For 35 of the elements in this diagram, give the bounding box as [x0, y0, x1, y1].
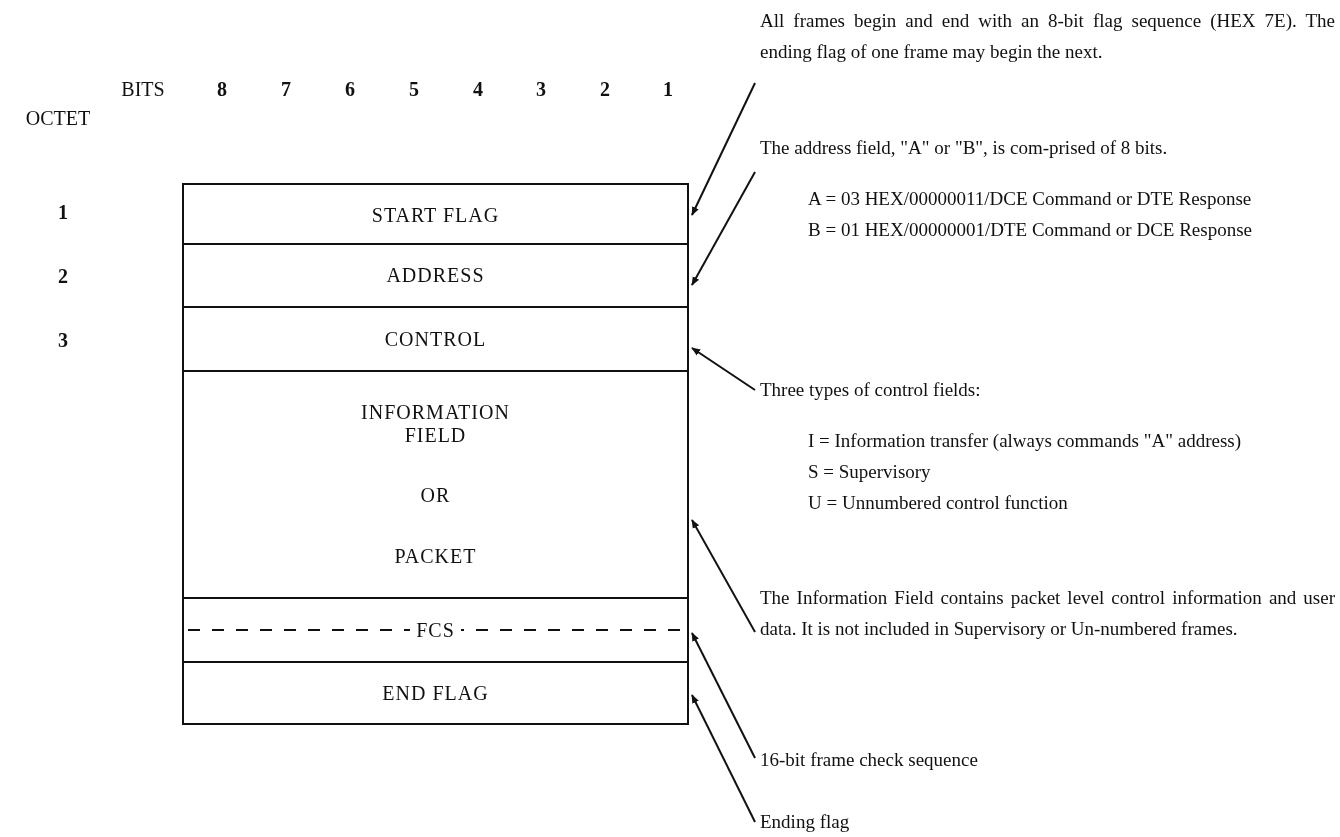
bit-number: 5 [409, 78, 419, 101]
bit-number: 4 [473, 78, 483, 101]
axis-heading: BITS [121, 78, 165, 101]
frame-field-row [182, 306, 689, 372]
leader-arrow [691, 347, 756, 391]
bit-number: 8 [217, 78, 227, 101]
frame-field-row [182, 370, 689, 599]
note-text: The address field, "A" or "B", is com-prised of 8 bits. [760, 136, 1169, 160]
note-text: The Information Field contains packet level control information and user data. It is not included in Supervisory or Un-numbered frames. [760, 586, 1335, 641]
leader-arrow [691, 82, 756, 216]
note-text: Three types of control fields: [760, 378, 982, 402]
octet-number: 2 [58, 265, 68, 288]
bit-number: 2 [600, 78, 610, 101]
leader-arrow [691, 694, 756, 823]
leader-arrow [691, 519, 756, 633]
note-item: B = 01 HEX/00000001/DTE Command or DCE Response [807, 218, 1253, 242]
leader-arrow [691, 632, 756, 759]
note-item: S = Supervisory [807, 460, 932, 484]
frame-field-row [182, 661, 689, 725]
frame-field-row [182, 597, 689, 663]
note-item: A = 03 HEX/00000011/DCE Command or DTE Response [807, 187, 1253, 211]
octet-number: 3 [58, 329, 68, 352]
bit-number: 7 [281, 78, 291, 101]
bit-number: 1 [663, 78, 673, 101]
bit-number: 6 [345, 78, 355, 101]
note-item: I = Information transfer (always commands "A" address) [807, 429, 1242, 453]
bit-number: 3 [536, 78, 546, 101]
frame-field-row [182, 243, 689, 308]
leader-arrow [691, 171, 756, 286]
axis-heading: OCTET [25, 107, 91, 130]
note-item: U = Unnumbered control function [807, 491, 1069, 515]
octet-number: 1 [58, 201, 68, 224]
note-text: Ending flag [760, 810, 851, 834]
note-text: All frames begin and end with an 8-bit flag sequence (HEX 7E). The ending flag of one frame may begin the next. [760, 9, 1335, 64]
note-text: 16-bit frame check sequence [760, 748, 979, 772]
